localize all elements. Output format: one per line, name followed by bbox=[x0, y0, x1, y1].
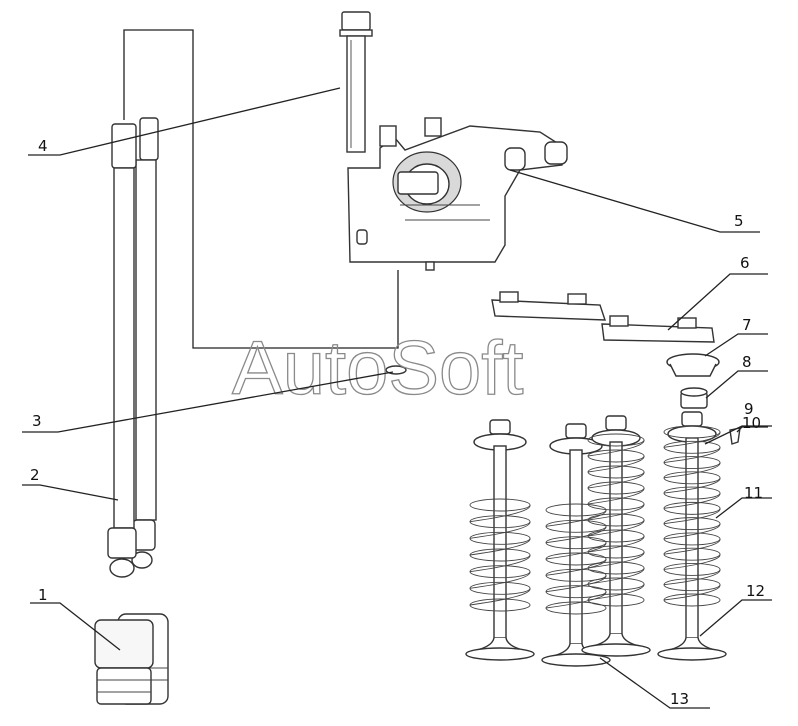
spring-retainer bbox=[666, 353, 720, 377]
callout-7: 7 bbox=[742, 316, 752, 334]
rocker-arm-assembly bbox=[347, 117, 568, 271]
valve-assembly-b bbox=[541, 423, 611, 667]
callout-11: 11 bbox=[744, 484, 763, 502]
callout-10: 10 bbox=[742, 414, 761, 432]
callout-2: 2 bbox=[30, 466, 40, 484]
callout-5: 5 bbox=[734, 212, 744, 230]
callout-8: 8 bbox=[742, 353, 752, 371]
watermark-text: AutoSoft bbox=[232, 326, 524, 411]
callout-9: 9 bbox=[744, 400, 754, 418]
valve-bridges bbox=[491, 291, 715, 343]
push-rods bbox=[107, 117, 159, 578]
valve-springs-group bbox=[465, 411, 727, 667]
valve-assembly-d bbox=[657, 411, 727, 661]
callout-13: 13 bbox=[670, 690, 689, 708]
valve-stem-seal bbox=[680, 387, 708, 409]
callout-12: 12 bbox=[746, 582, 765, 600]
assembly-guide-lines bbox=[123, 29, 399, 349]
tappets bbox=[94, 613, 169, 705]
rocker-bolt bbox=[339, 11, 373, 153]
callout-6: 6 bbox=[740, 254, 750, 272]
valve-assembly-a bbox=[465, 419, 535, 661]
callout-4: 4 bbox=[38, 137, 48, 155]
callout-labels: 4 5 3 2 1 6 7 8 9 10 11 12 13 bbox=[30, 137, 765, 708]
callout-3: 3 bbox=[32, 412, 42, 430]
valve-assembly-c bbox=[581, 415, 651, 657]
callout-1: 1 bbox=[38, 586, 48, 604]
leader-lines bbox=[22, 87, 772, 709]
